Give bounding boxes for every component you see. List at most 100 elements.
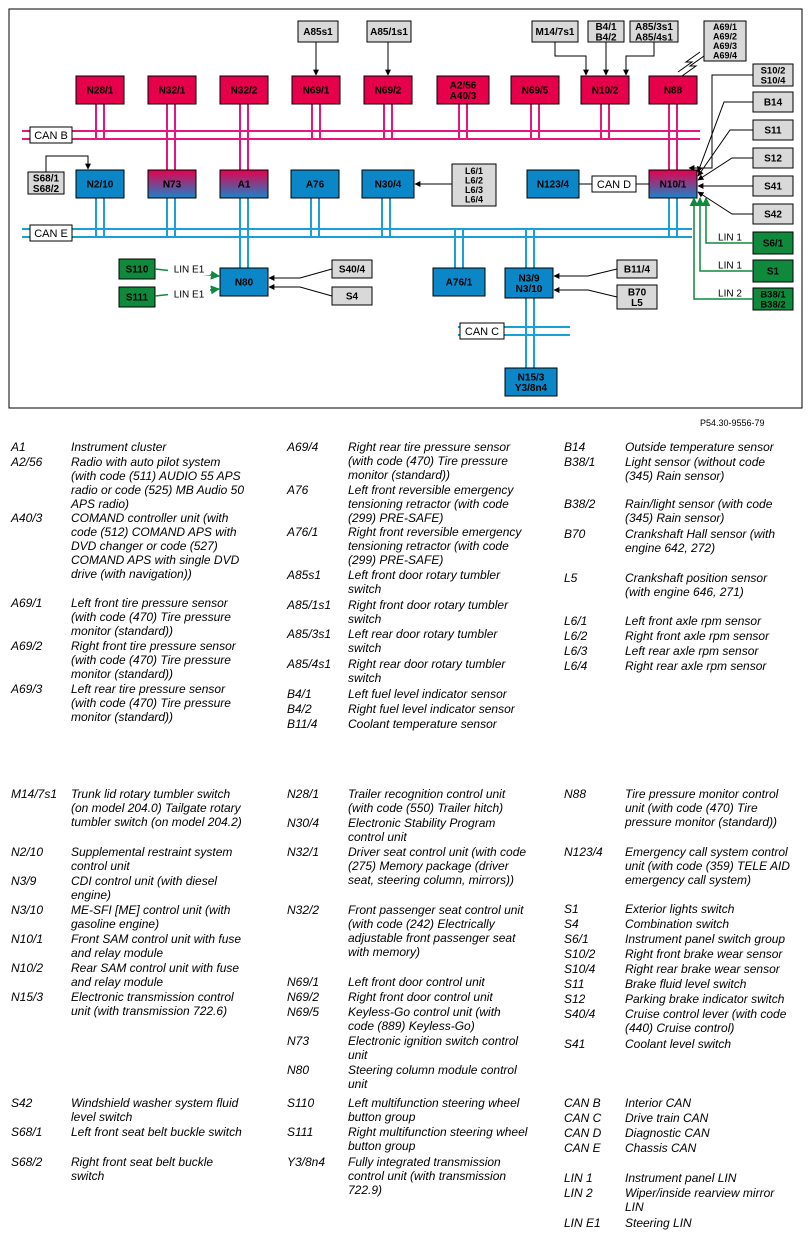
sensor-A69-group	[703, 20, 747, 62]
legend-code: L6/1	[564, 614, 588, 628]
legend-description: Fully integrated transmission control un…	[348, 1155, 507, 1197]
legend-code: S110	[287, 1096, 315, 1110]
legend-description: Left front tire pressure sensor (with co…	[71, 596, 231, 638]
can-e-label: CAN E	[34, 228, 68, 240]
legend-description: Front passenger seat control unit (with …	[348, 903, 524, 959]
legend-code: LIN E1	[564, 1216, 601, 1230]
can-d-label: CAN D	[597, 179, 631, 191]
input-label: S4	[346, 292, 359, 303]
legend-code: S10/2	[564, 947, 596, 961]
legend-code: N69/1	[287, 975, 320, 989]
switch-A85-1s1	[366, 20, 412, 43]
legend-description: Chassis CAN	[625, 1141, 697, 1155]
legend-description: Trailer recognition control unit (with c…	[348, 787, 506, 815]
lin-label: LIN 2	[718, 289, 742, 300]
legend-description: Left rear tire pressure sensor (with cod…	[71, 682, 231, 724]
legend-code: S68/1	[11, 1125, 43, 1139]
top-node-label: N10/2	[592, 86, 619, 97]
lower-node-label: A76/1	[446, 278, 473, 289]
legend-code: S4	[564, 917, 579, 931]
legend-code: N69/5	[287, 1005, 320, 1019]
legend-code: A85/4s1	[287, 657, 332, 671]
legend-code: S68/2	[11, 1155, 43, 1169]
legend-code: L6/4	[564, 659, 588, 673]
legend-description: Crankshaft position sensor (with engine …	[625, 571, 768, 599]
legend-code: A69/2	[11, 639, 43, 653]
legend-code: B70	[564, 527, 586, 541]
legend-description: Cruise control lever (with code (440) Cr…	[625, 1007, 787, 1035]
legend-code: S42	[11, 1096, 33, 1110]
legend-description: Interior CAN	[625, 1096, 692, 1110]
node-N10-1	[648, 169, 698, 199]
top-nodes	[75, 75, 698, 105]
node-N69-2	[363, 75, 413, 105]
legend-code: N80	[287, 1063, 310, 1077]
lin-devices	[752, 231, 794, 311]
legend-code: CAN C	[564, 1111, 602, 1125]
legend-code: N73	[287, 1034, 310, 1048]
node-N80	[219, 267, 269, 297]
legend-code: N69/2	[287, 990, 320, 1004]
switch-label: M14/7s1	[536, 27, 575, 38]
legend-description: Steering LIN	[625, 1216, 692, 1230]
legend-code: B14	[564, 440, 586, 454]
legend-code: A85s1	[287, 568, 322, 582]
legend-description: ME-SFI [ME] control unit (with gasoline …	[71, 903, 231, 931]
legend-description: Left front door rotary tumbler switch	[348, 568, 501, 596]
node-A76	[290, 169, 340, 199]
legend-description: Left rear axle rpm sensor	[625, 644, 759, 658]
legend-code: S1	[564, 902, 579, 916]
legend-code: A1	[11, 440, 26, 454]
legend-code: N3/10	[11, 903, 44, 917]
legend-code: N88	[564, 787, 587, 801]
can-c-label-box	[459, 322, 505, 340]
mid-node-label: A1	[238, 180, 251, 191]
legend-description: Left fuel level indicator sensor	[348, 687, 507, 701]
legend-code: N28/1	[287, 787, 320, 801]
sensor-L6-group	[451, 163, 497, 207]
legend-description: Light sensor (without code (345) Rain se…	[625, 455, 766, 483]
input-label: B11/4	[624, 265, 651, 276]
legend-code: S6/1	[564, 932, 589, 946]
sensor-label: S11	[764, 126, 782, 137]
top-node-label: N28/1	[87, 86, 114, 97]
top-node-label: N69/2	[375, 86, 402, 97]
legend-code: N30/4	[287, 816, 320, 830]
legend-code: A40/3	[11, 511, 43, 525]
legend-description: Coolant temperature sensor	[348, 717, 497, 731]
switch-label: A85s1	[303, 27, 333, 38]
can-e-label-box	[29, 224, 73, 242]
legend-code: A69/1	[11, 596, 43, 610]
legend-code: N32/2	[287, 903, 320, 917]
sensor-label: S42	[764, 210, 782, 221]
legend-code: L6/2	[564, 629, 588, 643]
mid-node-label: N123/4	[537, 180, 570, 191]
legend-description: Right front axle rpm sensor	[625, 629, 770, 643]
left-device-label: S111	[126, 293, 149, 304]
top-node-label: N32/1	[159, 86, 186, 97]
lower-nodes	[219, 267, 558, 397]
lin-e1-label: LIN E1	[174, 290, 205, 301]
node-N3-9-N3-10	[504, 267, 554, 299]
switch-S111	[118, 286, 156, 308]
legend-description: CDI control unit (with diesel engine)	[71, 874, 218, 902]
legend-description: Keyless-Go control unit (with code (889)…	[348, 1005, 501, 1033]
legend-description: Electronic Stability Program control uni…	[348, 816, 496, 844]
switch-label: A85/1s1	[370, 27, 408, 38]
node-A2-56-A40-3	[436, 75, 490, 105]
mid-nodes	[75, 169, 698, 199]
legend-description: Left multifunction steering wheel button…	[348, 1096, 520, 1124]
legend-description: Brake fluid level switch	[625, 977, 747, 991]
node-N32-1	[147, 75, 197, 105]
legend-description: Exterior lights switch	[625, 902, 735, 916]
node-N69-5	[510, 75, 560, 105]
legend-code: N123/4	[564, 845, 603, 859]
node-A1	[219, 169, 269, 199]
sensor-label: B14	[764, 98, 783, 109]
